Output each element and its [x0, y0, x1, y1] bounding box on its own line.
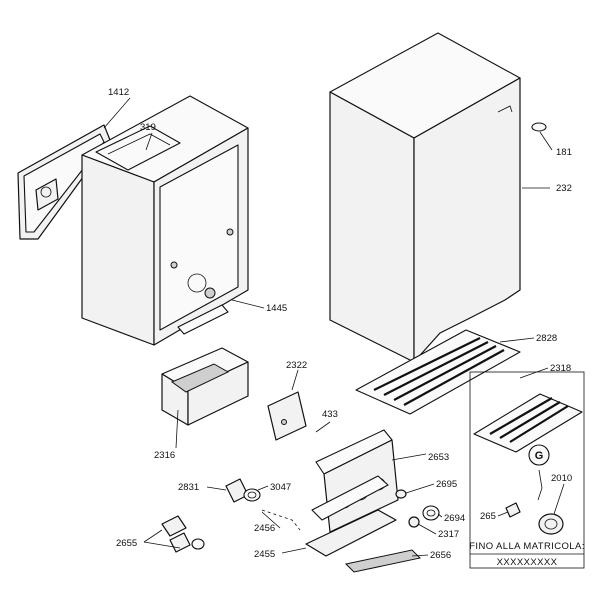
callout-2695: 2695 — [436, 479, 457, 490]
callout-2456: 2456 — [254, 523, 275, 534]
part-main-casing — [81, 95, 249, 346]
part-265-fitting — [505, 502, 521, 518]
part-2456-guide — [261, 509, 301, 531]
part-2656-strip — [344, 549, 422, 573]
part-2655-connectors — [161, 515, 205, 553]
part-2317-panel — [311, 475, 389, 521]
callout-2317: 2317 — [438, 529, 459, 540]
callout-2455: 2455 — [254, 549, 275, 560]
part-2010-coil — [537, 469, 564, 535]
callout-232: 232 — [556, 183, 572, 194]
part-3047-ring — [243, 488, 261, 502]
callout-1412: 1412 — [108, 87, 129, 98]
part-181-ring — [531, 122, 547, 132]
callout-1445: 1445 — [266, 303, 287, 314]
callout-2656: 2656 — [430, 550, 451, 561]
callout-2010: 2010 — [551, 473, 572, 484]
inset-badge: G — [528, 444, 550, 466]
callout-2831: 2831 — [178, 482, 199, 493]
part-232-casing — [329, 32, 521, 363]
callout-2653: 2653 — [428, 452, 449, 463]
callout-2318: 2318 — [550, 363, 571, 374]
callout-2655: 2655 — [116, 538, 137, 549]
part-2322-board — [267, 391, 307, 441]
part-2695-knob — [395, 489, 407, 499]
callout-3047: 3047 — [270, 482, 291, 493]
inset-box — [469, 371, 585, 569]
part-2831-switch — [225, 478, 249, 503]
callout-433: 433 — [322, 409, 338, 420]
part-2318-grille — [473, 393, 583, 453]
part-2455-cover — [305, 509, 397, 557]
callout-181: 181 — [556, 147, 572, 158]
callout-265: 265 — [480, 511, 496, 522]
part-319-bracket — [95, 125, 181, 171]
callout-2828: 2828 — [536, 333, 557, 344]
part-2694-knob — [422, 505, 440, 521]
callout-2322: 2322 — [286, 360, 307, 371]
callout-2316: 2316 — [154, 450, 175, 461]
inset-note-line1: FINO ALLA MATRICOLA: — [469, 541, 585, 552]
callout-2694: 2694 — [444, 513, 465, 524]
inset-note-line2: XXXXXXXXX — [497, 557, 558, 568]
badge-text: G — [535, 450, 544, 462]
leader-lines — [103, 97, 565, 557]
part-2316-tray — [161, 347, 249, 426]
part-1445-plate — [177, 304, 229, 335]
part-2317-knob — [408, 516, 420, 528]
part-2828-grille — [355, 329, 521, 415]
callout-319: 319 — [140, 122, 156, 133]
